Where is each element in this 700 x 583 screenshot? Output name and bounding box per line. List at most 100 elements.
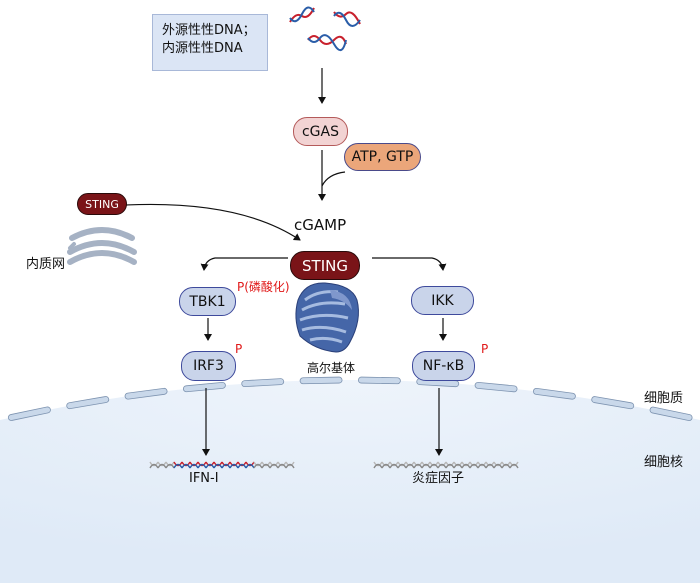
nucleus-region [0, 380, 700, 583]
nfkb-node: NF-κB [412, 351, 475, 381]
dna-strand-segment [405, 461, 415, 467]
dna-strand-segment [149, 463, 159, 469]
dna-strand-segment [285, 463, 295, 469]
nuclear-envelope [7, 376, 693, 421]
dna-strand-segment [373, 461, 383, 467]
cytoplasm-label: 细胞质 [644, 391, 684, 406]
dna-strand-segment [245, 461, 255, 467]
dna-strand-segment [261, 463, 271, 469]
dna-strand-segment [445, 461, 455, 467]
golgi-label: 高尔基体 [307, 361, 356, 375]
dna-strand-segment [485, 463, 495, 469]
dna-strand-segment [405, 463, 415, 469]
dna-strand-segment [157, 461, 167, 467]
dna-strand-segment [205, 463, 215, 469]
er-organelle-icon [67, 227, 137, 265]
dna-strand-segment [245, 463, 255, 469]
tbk1-label: TBK1 [189, 293, 226, 310]
dna-strand-segment [173, 461, 183, 467]
sting-golgi-label: STING [302, 256, 348, 275]
arrow-sting-to-ikk [372, 257, 447, 271]
dna-strand-segment [485, 461, 495, 467]
dna-strand-segment [237, 461, 247, 467]
dna-strand-segment [197, 461, 207, 467]
dna-strand-segment [213, 463, 223, 469]
dna-strand-segment [509, 461, 519, 467]
nuclear-pore-segment [357, 376, 401, 385]
endogenous-dna-label: 内源性性DNA [162, 41, 243, 56]
dna-strand-segment [493, 461, 503, 467]
cgas-label: cGAS [301, 123, 339, 140]
dna-strand-segment [285, 461, 295, 467]
dna-strand-segment [381, 461, 391, 467]
inflammatory-factor-label: 炎症因子 [412, 471, 465, 486]
atp-gtp-label: ATP, GTP [351, 149, 414, 165]
cgamp-label: cGAMP [294, 216, 347, 234]
dna-strand-segment [197, 463, 207, 469]
dna-strand-segment [165, 461, 175, 467]
sting-er-node: STING [77, 193, 127, 215]
dna-strand-segment [413, 461, 423, 467]
dna-strand-segment [437, 461, 447, 467]
dna-strand-segment [509, 463, 519, 469]
sting-golgi-node: STING [290, 251, 360, 280]
dna-strand-segment [413, 463, 423, 469]
ifn-gene-dna-icon [149, 461, 295, 469]
dna-strand-segment [165, 463, 175, 469]
er-label: 内质网 [26, 257, 66, 272]
dna-strand-segment [173, 463, 183, 469]
dna-strand-segment [277, 461, 287, 467]
dna-strand-segment [477, 461, 487, 467]
tbk1-phosphorylation-mark: P(磷酸化) [237, 280, 290, 294]
nuclear-pore-segment [299, 376, 343, 385]
dna-strand-segment [181, 463, 191, 469]
arrow-atp-join [321, 171, 346, 187]
dna-strand-segment [149, 461, 159, 467]
arrow-er-to-golgi [125, 203, 301, 241]
dna-strand-segment [229, 461, 239, 467]
irf3-label: IRF3 [193, 358, 224, 374]
dna-strand-segment [397, 463, 407, 469]
nuclear-pore-segment [7, 406, 51, 421]
dna-strand-segment [373, 463, 383, 469]
nucleus-label: 细胞核 [644, 455, 684, 470]
dna-strand-segment [397, 461, 407, 467]
dna-strand-segment [469, 463, 479, 469]
dna-strand-segment [381, 463, 391, 469]
ifn-gene-label: IFN-I [189, 471, 219, 486]
dna-strand-segment [253, 461, 263, 467]
dna-strand-segment [205, 461, 215, 467]
dna-strand-segment [157, 463, 167, 469]
dna-strand-segment [453, 461, 463, 467]
arrow-sting-to-tbk1 [200, 257, 288, 271]
dna-strand-segment [269, 463, 279, 469]
nuclear-pore-segment [474, 381, 518, 393]
dna-strand-segment [501, 461, 511, 467]
atp-gtp-node: ATP, GTP [344, 143, 421, 171]
dna-strand-segment [469, 461, 479, 467]
dna-strand-segment [389, 463, 399, 469]
tbk1-node: TBK1 [179, 287, 236, 316]
dna-strand-segment [421, 461, 431, 467]
dna-strand-segment [237, 463, 247, 469]
dna-strand-segment [221, 463, 231, 469]
inflammatory-gene-dna-icon [373, 461, 519, 469]
dna-strand-segment [181, 461, 191, 467]
dna-strand-segment [277, 463, 287, 469]
dna-strand-segment [229, 463, 239, 469]
cgas-node: cGAS [293, 117, 348, 146]
dna-strand-segment [445, 463, 455, 469]
dna-strand-segment [461, 463, 471, 469]
dna-strand-segment [389, 461, 399, 467]
nuclear-pore-segment [182, 381, 226, 393]
dna-strand-segment [501, 463, 511, 469]
dna-strand-segment [453, 463, 463, 469]
dna-strand-segment [461, 461, 471, 467]
dna-strand-segment [493, 463, 503, 469]
dna-strand-segment [477, 463, 487, 469]
pathway-arrows [125, 68, 447, 456]
nuclear-pore-segment [241, 378, 285, 388]
nuclear-pore-segment [66, 396, 110, 410]
